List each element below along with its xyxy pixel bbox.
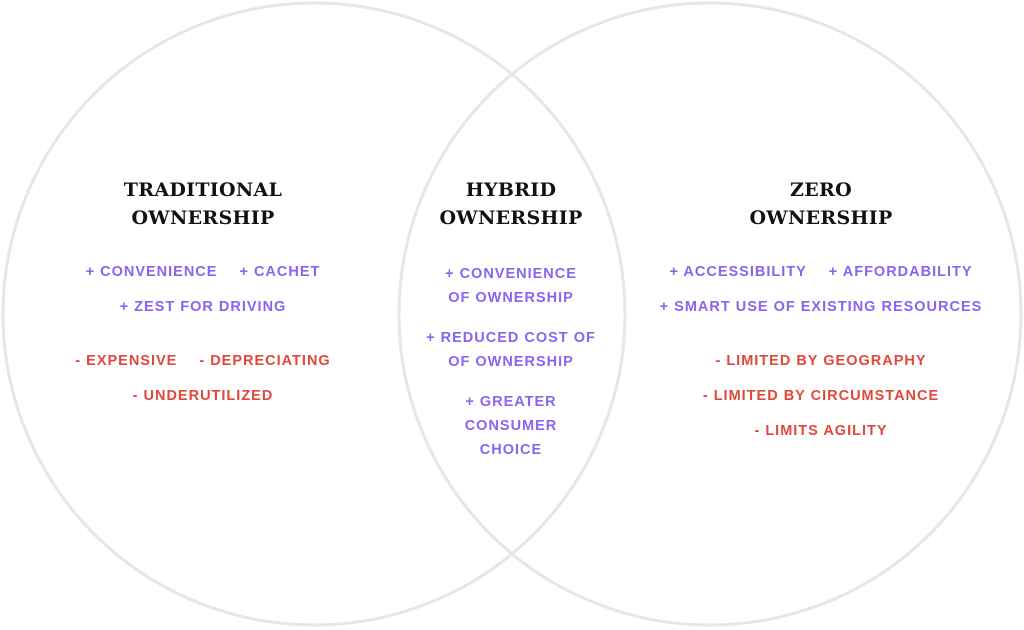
pro-item: + AFFORDABILITY: [828, 264, 973, 280]
title-line: OWNERSHIP: [749, 207, 893, 229]
traditional-ownership-circle: [1, 1, 627, 627]
pro-line: + REDUCED COST OF: [426, 330, 596, 346]
zero-ownership-region: ZERO OWNERSHIP + ACCESSIBILITY + AFFORDA…: [660, 176, 983, 456]
pro-item: + SMART USE OF EXISTING RESOURCES: [659, 299, 983, 315]
hybrid-ownership-region: HYBRID OWNERSHIP + CONVENIENCE OF OWNERS…: [426, 176, 596, 478]
con-item: - LIMITED BY GEOGRAPHY: [715, 353, 927, 369]
pro-line: CHOICE: [479, 442, 543, 458]
pro-item: + REDUCED COST OF OF OWNERSHIP: [426, 326, 596, 374]
title-line: ZERO: [790, 179, 852, 201]
title-line: OWNERSHIP: [439, 207, 583, 229]
pro-item: + CONVENIENCE: [85, 264, 218, 280]
con-item: - DEPRECIATING: [199, 353, 331, 369]
pro-line: OF OWNERSHIP: [448, 354, 574, 370]
pro-item: + GREATER CONSUMER CHOICE: [426, 390, 596, 462]
hybrid-ownership-title: HYBRID OWNERSHIP: [426, 176, 596, 232]
title-line: TRADITIONAL: [123, 179, 283, 201]
pro-item: + CACHET: [239, 264, 321, 280]
con-item: - LIMITED BY CIRCUMSTANCE: [702, 388, 940, 404]
title-line: OWNERSHIP: [131, 207, 275, 229]
zero-ownership-title: ZERO OWNERSHIP: [660, 176, 983, 232]
pro-item: + ZEST FOR DRIVING: [119, 299, 287, 315]
pro-line: + GREATER: [465, 394, 557, 410]
pro-item: + CONVENIENCE OF OWNERSHIP: [426, 262, 596, 310]
con-item: - UNDERUTILIZED: [132, 388, 274, 404]
traditional-ownership-title: TRADITIONAL OWNERSHIP: [75, 176, 330, 232]
title-line: HYBRID: [465, 179, 557, 201]
pro-line: + CONVENIENCE: [445, 266, 577, 282]
pro-item: + ACCESSIBILITY: [669, 264, 807, 280]
traditional-ownership-region: TRADITIONAL OWNERSHIP + CONVENIENCE + CA…: [75, 176, 330, 421]
pro-line: OF OWNERSHIP: [448, 290, 574, 306]
con-item: - EXPENSIVE: [75, 353, 178, 369]
con-item: - LIMITS AGILITY: [754, 423, 888, 439]
pro-line: CONSUMER: [464, 418, 558, 434]
zero-ownership-circle: [397, 1, 1023, 627]
